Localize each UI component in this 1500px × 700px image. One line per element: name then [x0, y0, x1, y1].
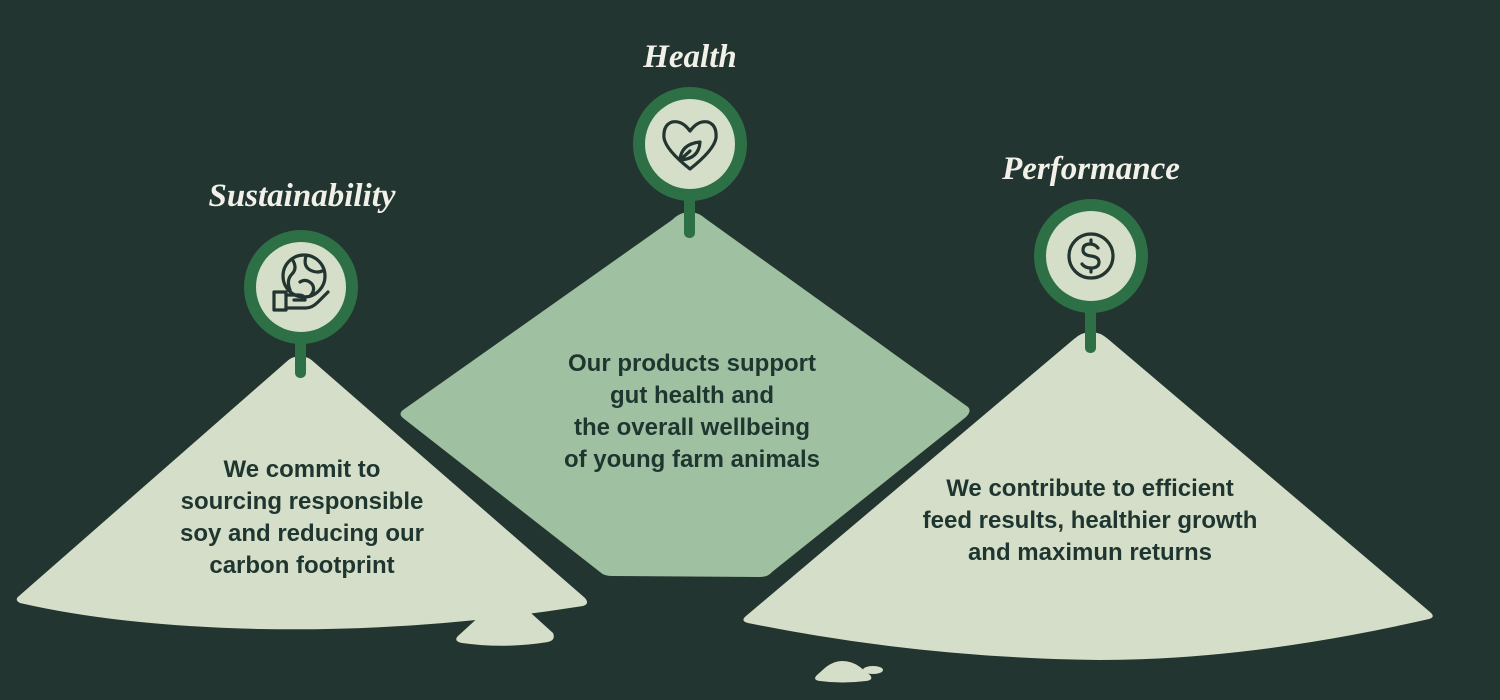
heart-leaf-icon: [662, 120, 718, 171]
health-badge: [633, 87, 747, 238]
performance-description: We contribute to efficient feed results,…: [923, 473, 1258, 569]
performance-line: feed results, healthier growth: [922, 507, 1258, 534]
sustainability-line: We commit to: [223, 456, 381, 483]
small-mound-bottom: [815, 661, 872, 683]
health-title: Health: [643, 39, 737, 75]
performance-title: Performance: [1002, 151, 1180, 187]
sustainability-line: sourcing responsible: [180, 488, 424, 515]
sustainability-title: Sustainability: [208, 178, 396, 214]
performance-line: We contribute to efficient: [946, 475, 1234, 502]
small-mound-left: [456, 603, 554, 646]
performance-line: and maximun returns: [967, 539, 1213, 566]
health-line: Our products support: [567, 350, 816, 377]
health-line: gut health and: [609, 382, 774, 409]
health-description: Our products support gut health and the …: [564, 348, 820, 476]
sustainability-line: carbon footprint: [209, 552, 395, 579]
globe-in-hand-icon: [272, 253, 330, 312]
sustainability-pile: [16, 356, 588, 630]
small-mound-tiny: [863, 666, 883, 674]
performance-badge: [1034, 199, 1148, 353]
dollar-coin-icon: [1067, 232, 1115, 280]
sustainability-line: soy and reducing our: [179, 520, 425, 547]
health-pile: [400, 212, 970, 577]
performance-pile: [743, 332, 1433, 660]
sustainability-description: We commit to sourcing responsible soy an…: [180, 454, 424, 582]
sustainability-badge: [244, 230, 358, 378]
health-line: the overall wellbeing: [573, 414, 811, 441]
health-line: of young farm animals: [563, 446, 821, 473]
